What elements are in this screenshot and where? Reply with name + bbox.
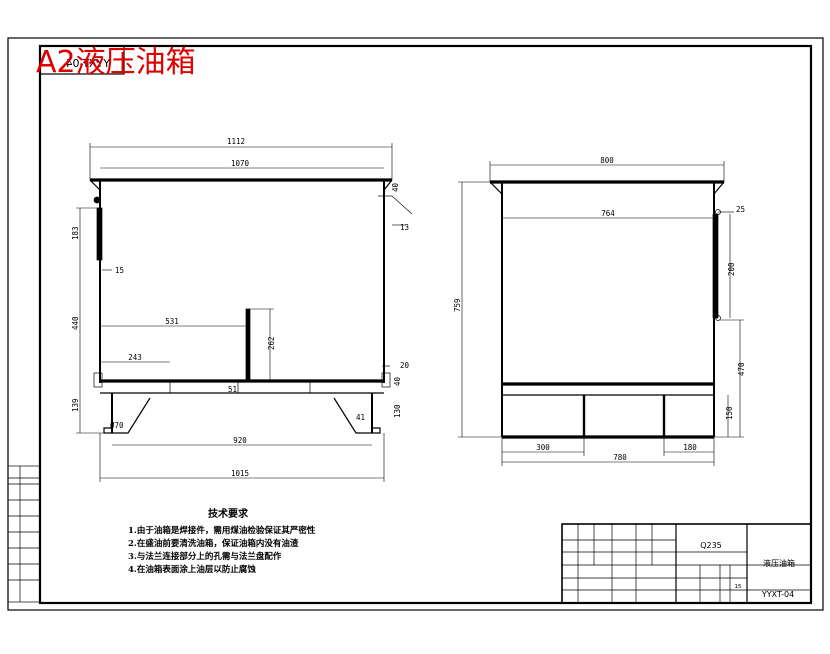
outer-border (7, 37, 824, 611)
svg-text:262: 262 (267, 336, 276, 350)
svg-text:13: 13 (400, 223, 409, 232)
svg-text:25: 25 (736, 205, 745, 214)
svg-text:470: 470 (737, 362, 746, 376)
svg-text:40: 40 (391, 182, 400, 192)
svg-text:Ø70: Ø70 (110, 421, 124, 430)
svg-text:4.在油箱表面涂上油层以防止腐蚀: 4.在油箱表面涂上油层以防止腐蚀 (128, 564, 256, 575)
svg-text:440: 440 (71, 316, 80, 330)
svg-text:200: 200 (727, 262, 736, 276)
title-block: Q235 液压油箱 YYXT-04 15 (561, 523, 812, 604)
code-box-mirrored: YYXT-04 (39, 45, 125, 75)
svg-text:764: 764 (601, 209, 615, 218)
svg-text:180: 180 (683, 443, 697, 452)
svg-text:759: 759 (453, 298, 462, 312)
svg-text:20: 20 (400, 361, 410, 370)
side-dimensions: 800 764 759 470 150 25 200 300 780 180 (453, 156, 746, 466)
svg-text:51: 51 (228, 385, 237, 394)
svg-text:150: 150 (725, 406, 734, 420)
svg-text:531: 531 (165, 317, 179, 326)
svg-text:YYXT-04: YYXT-04 (66, 57, 111, 70)
front-view (89, 178, 393, 434)
svg-text:300: 300 (536, 443, 550, 452)
svg-text:40: 40 (393, 376, 402, 386)
svg-text:15: 15 (735, 584, 742, 590)
svg-text:130: 130 (393, 404, 402, 418)
svg-text:243: 243 (128, 353, 142, 362)
svg-text:技术要求: 技术要求 (208, 507, 249, 520)
svg-text:YYXT-04: YYXT-04 (761, 590, 794, 599)
svg-text:Q235: Q235 (700, 541, 722, 550)
drawing-title: A2液压油箱 (36, 45, 196, 80)
svg-text:3.与法兰连接部分上的孔需与法兰盘配作: 3.与法兰连接部分上的孔需与法兰盘配作 (128, 551, 282, 562)
technical-notes: 技术要求 1.由于油箱是焊接件，需用煤油检验保证其严密性 2.在盛油前要清洗油箱… (128, 507, 316, 575)
left-strip (7, 465, 41, 603)
svg-text:183: 183 (71, 226, 80, 240)
svg-text:液压油箱: 液压油箱 (763, 558, 795, 568)
side-view (489, 180, 725, 439)
svg-text:15: 15 (115, 266, 124, 275)
svg-text:1015: 1015 (231, 469, 249, 478)
svg-text:139: 139 (71, 398, 80, 412)
svg-text:920: 920 (233, 436, 247, 445)
svg-text:2.在盛油前要清洗油箱，保证油箱内没有油渣: 2.在盛油前要清洗油箱，保证油箱内没有油渣 (128, 538, 299, 549)
svg-text:41: 41 (356, 413, 365, 422)
front-dimensions: 1112 1070 183 440 139 15 531 262 243 51 … (71, 137, 413, 482)
svg-text:780: 780 (613, 453, 627, 462)
svg-text:800: 800 (600, 156, 614, 165)
svg-text:1.由于油箱是焊接件，需用煤油检验保证其严密性: 1.由于油箱是焊接件，需用煤油检验保证其严密性 (128, 525, 316, 536)
inner-border (38, 44, 813, 605)
svg-text:1070: 1070 (231, 159, 250, 168)
svg-text:1112: 1112 (227, 137, 245, 146)
